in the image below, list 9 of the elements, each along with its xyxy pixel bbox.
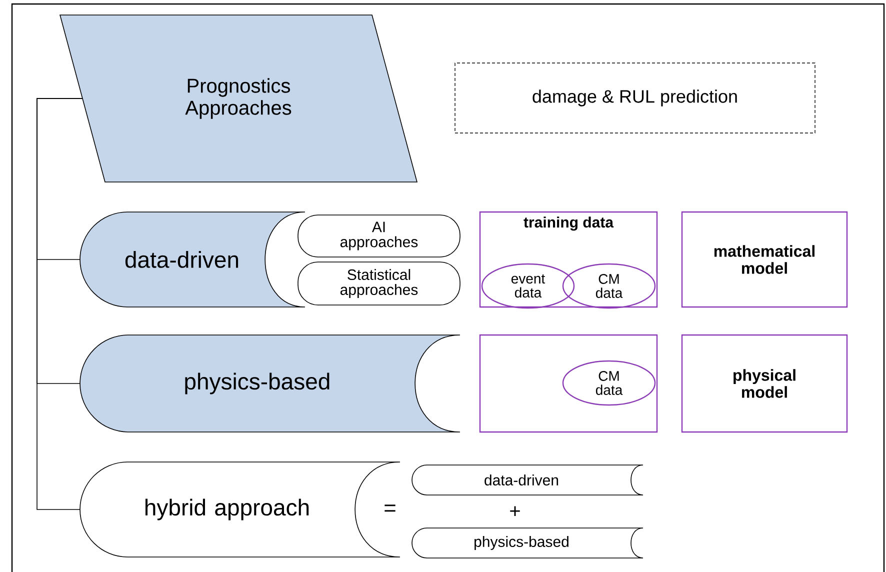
outlined-box: physical model — [681, 334, 848, 433]
dashed-box: damage & RUL prediction — [454, 62, 816, 134]
math-sign: = — [384, 504, 396, 512]
connector-line — [36, 98, 83, 510]
outlined-box: mathematical model — [681, 211, 848, 308]
rounded-box: Statistical approaches — [298, 262, 460, 306]
outlined-box — [479, 334, 658, 433]
math-sign: + — [510, 506, 520, 516]
rounded-box: AI approaches — [298, 214, 460, 258]
